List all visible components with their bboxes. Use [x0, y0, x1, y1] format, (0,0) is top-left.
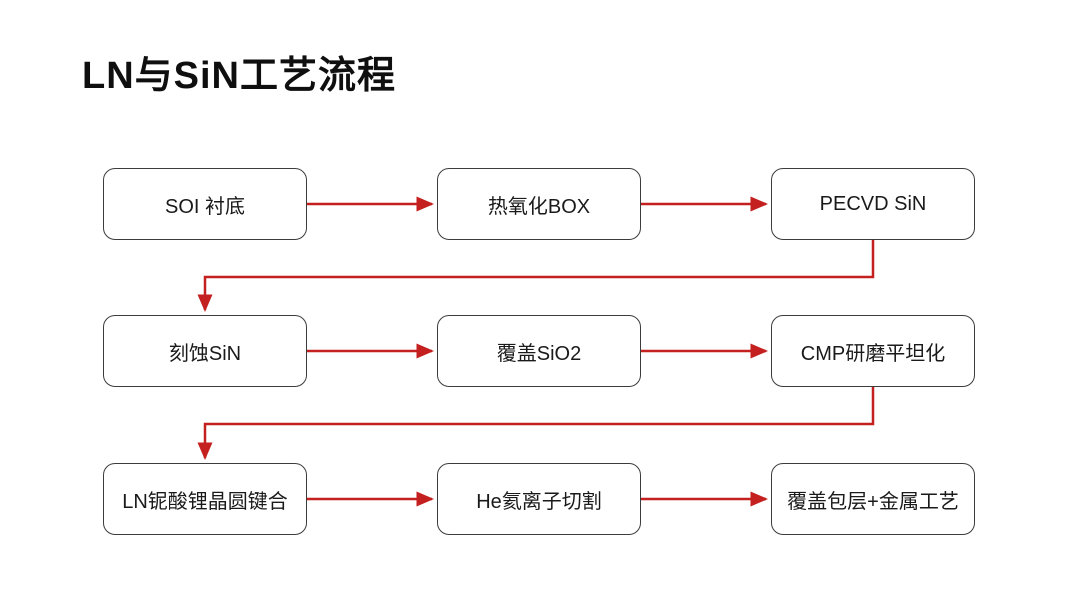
flow-node-pecvd-sin: PECVD SiN: [771, 168, 975, 240]
flow-node-he-ion-cut: He氦离子切割: [437, 463, 641, 535]
flow-node-cladding-metal-process: 覆盖包层+金属工艺: [771, 463, 975, 535]
flow-node-thermal-oxidation-box: 热氧化BOX: [437, 168, 641, 240]
flow-node-etch-sin: 刻蚀SiN: [103, 315, 307, 387]
connector-pecvd-to-etch: [197, 240, 875, 313]
page-title: LN与SiN工艺流程: [82, 55, 397, 97]
connector-cmp-to-bonding: [197, 387, 875, 461]
flow-node-cmp-planarization: CMP研磨平坦化: [771, 315, 975, 387]
flow-node-soi-substrate: SOI 衬底: [103, 168, 307, 240]
flow-node-cover-sio2: 覆盖SiO2: [437, 315, 641, 387]
flow-node-ln-wafer-bonding: LN铌酸锂晶圆键合: [103, 463, 307, 535]
